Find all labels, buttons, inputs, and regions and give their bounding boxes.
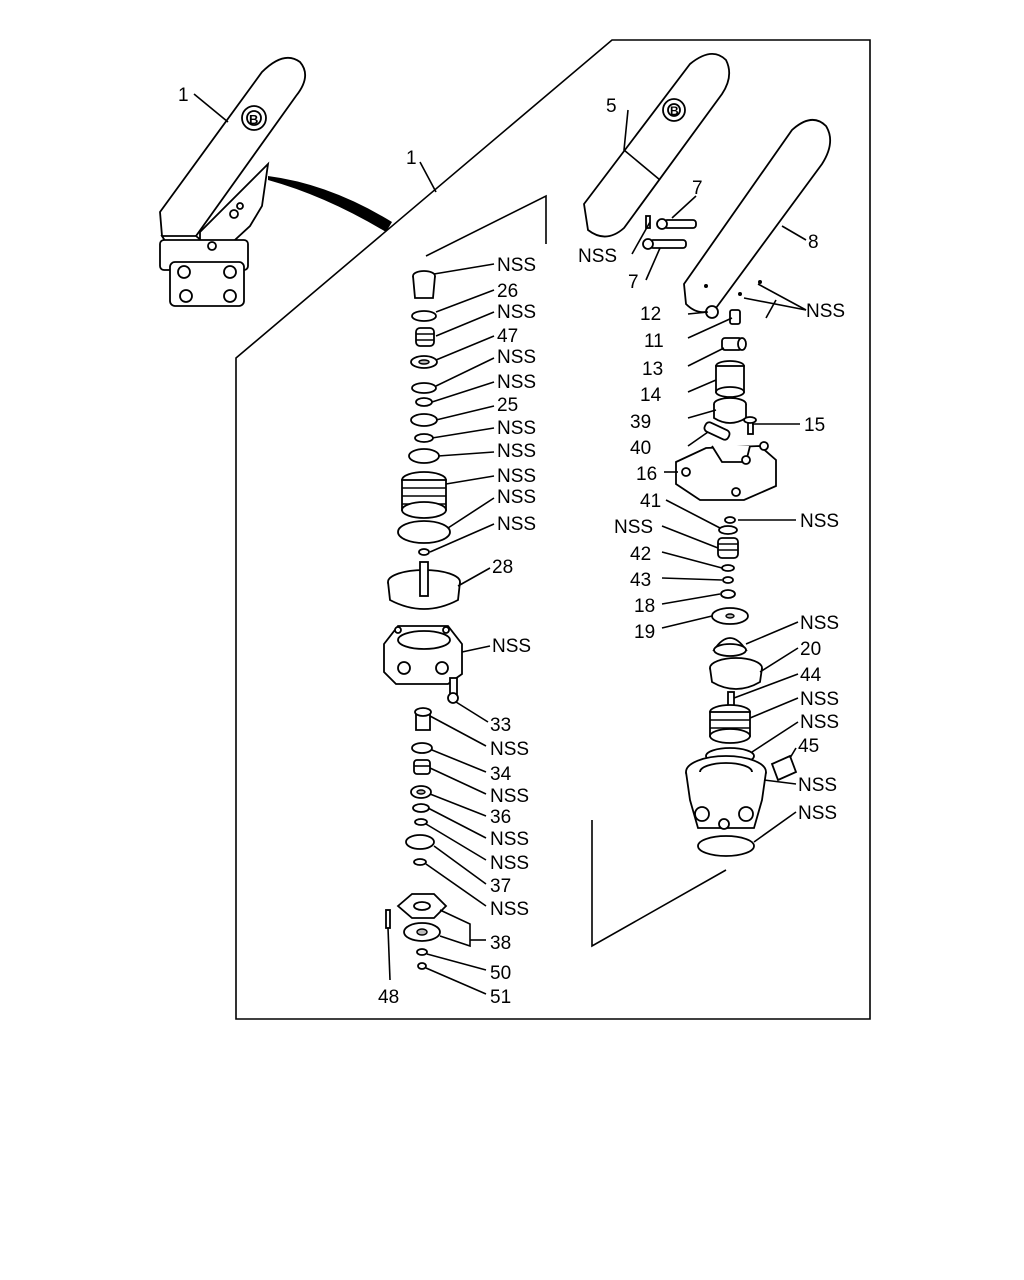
callout-42: 42 [630, 544, 651, 565]
callout-1: 1 [178, 85, 189, 106]
callout-25: 25 [497, 395, 518, 416]
callout-44: 44 [800, 665, 822, 686]
detail-frame [235, 39, 871, 1020]
callout-16: 16 [636, 464, 657, 485]
callout-nss-i: NSS [497, 514, 536, 535]
callout-40: 40 [630, 438, 651, 459]
brand-mark-text-2: B [670, 104, 679, 118]
callout-19: 19 [634, 622, 655, 643]
callout-48: 48 [378, 987, 399, 1008]
callout-labels: 1 1 NSS 26 NSS 47 NSS NSS 25 NSS NSS NSS… [178, 85, 845, 1008]
callout-nss-h: NSS [497, 487, 536, 508]
callout-8: 8 [808, 232, 819, 253]
callout-43: 43 [630, 570, 651, 591]
callout-nss-w: NSS [798, 775, 837, 796]
assembled-valve-illustration: B [159, 56, 392, 307]
callout-51: 51 [490, 987, 511, 1008]
callout-nss-v: NSS [800, 712, 839, 733]
callout-nss-e: NSS [497, 418, 536, 439]
callout-nss-n: NSS [490, 853, 529, 874]
callout-26: 26 [497, 281, 518, 302]
callout-5: 5 [606, 96, 617, 117]
callout-nss-b: NSS [497, 302, 536, 323]
callout-7b: 7 [628, 272, 639, 293]
callout-28: 28 [492, 557, 513, 578]
callout-nss-r: NSS [800, 511, 839, 532]
callout-12: 12 [640, 304, 661, 325]
callout-38: 38 [490, 933, 511, 954]
callout-36: 36 [490, 807, 511, 828]
callout-13: 13 [642, 359, 663, 380]
callout-nss-m: NSS [490, 829, 529, 850]
callout-nss-u: NSS [800, 689, 839, 710]
brand-mark-text: B [249, 112, 258, 127]
callout-nss-x: NSS [798, 803, 837, 824]
callout-nss-f: NSS [497, 441, 536, 462]
callout-37: 37 [490, 876, 511, 897]
callout-45: 45 [798, 736, 819, 757]
callout-nss-g: NSS [497, 466, 536, 487]
callout-nss-d: NSS [497, 372, 536, 393]
callout-nss-p: NSS [578, 246, 617, 267]
callout-47: 47 [497, 326, 518, 347]
callout-nss-k: NSS [490, 739, 529, 760]
callout-50: 50 [490, 963, 511, 984]
callout-nss-q: NSS [806, 301, 845, 322]
callout-41: 41 [640, 491, 661, 512]
callout-11: 11 [644, 331, 664, 352]
callout-nss-c: NSS [497, 347, 536, 368]
callout-1b: 1 [406, 148, 417, 169]
callout-18: 18 [634, 596, 655, 617]
callout-nss-a: NSS [497, 255, 536, 276]
left-part-stack [383, 194, 547, 970]
callout-nss-l: NSS [490, 786, 529, 807]
callout-nss-j: NSS [492, 636, 531, 657]
right-part-stack: B [583, 53, 832, 948]
callout-nss-s: NSS [614, 517, 653, 538]
callout-14: 14 [640, 385, 662, 406]
callout-33: 33 [490, 715, 511, 736]
callout-34: 34 [490, 764, 512, 785]
callout-20: 20 [800, 639, 821, 660]
callout-15: 15 [804, 415, 825, 436]
callout-nss-t: NSS [800, 613, 839, 634]
callout-39: 39 [630, 412, 651, 433]
callout-7a: 7 [692, 178, 703, 199]
callout-nss-o: NSS [490, 899, 529, 920]
leader-lines [193, 93, 807, 995]
